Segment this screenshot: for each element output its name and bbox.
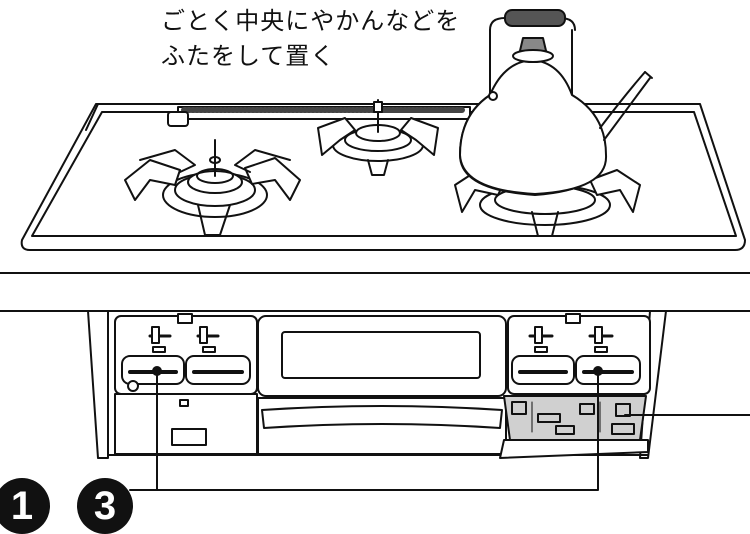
gas-stove-diagram: ごとく中央にやかんなどを ふたをして置く 1 3 (0, 4, 750, 534)
open-operation-panel (499, 395, 649, 459)
caption-text: ごとく中央にやかんなどを ふたをして置く (161, 4, 460, 74)
left-control-panel (114, 313, 258, 455)
caption-line-1: ごとく中央にやかんなどを (161, 7, 461, 35)
right-control-panel (507, 313, 651, 395)
back-vent-grill (167, 106, 471, 127)
callout-badge-3: 3 (77, 478, 133, 534)
counter-edge (0, 272, 750, 312)
grill-door (257, 315, 507, 455)
kettle (459, 9, 653, 196)
center-burner (317, 99, 439, 176)
callout-badge-1: 1 (0, 478, 50, 534)
stove-illustration (0, 9, 750, 491)
left-burner (124, 139, 301, 236)
caption-line-2: ふたをして置く (161, 42, 336, 70)
callout-leader-lines (129, 366, 603, 491)
